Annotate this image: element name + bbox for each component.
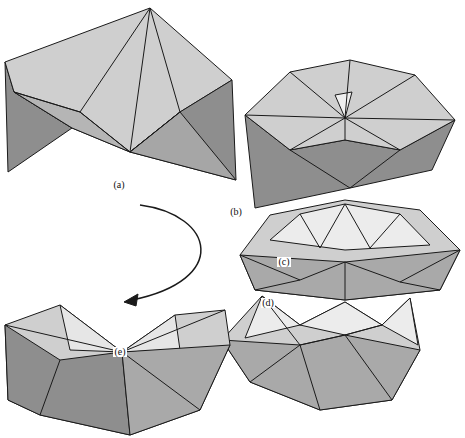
panel-label: (a) [112,180,125,190]
polyhedron-a [5,8,236,180]
polyhedron-e [5,305,230,435]
polyhedron-b [245,60,455,208]
panel-label: (d) [261,298,275,308]
panel-label: (c) [277,257,290,267]
polyhedron-c [240,200,460,300]
panel-label: (e) [113,347,126,357]
polyhedron-d [222,296,420,410]
panel-label: (b) [229,207,243,217]
transition-arrow [124,205,201,306]
